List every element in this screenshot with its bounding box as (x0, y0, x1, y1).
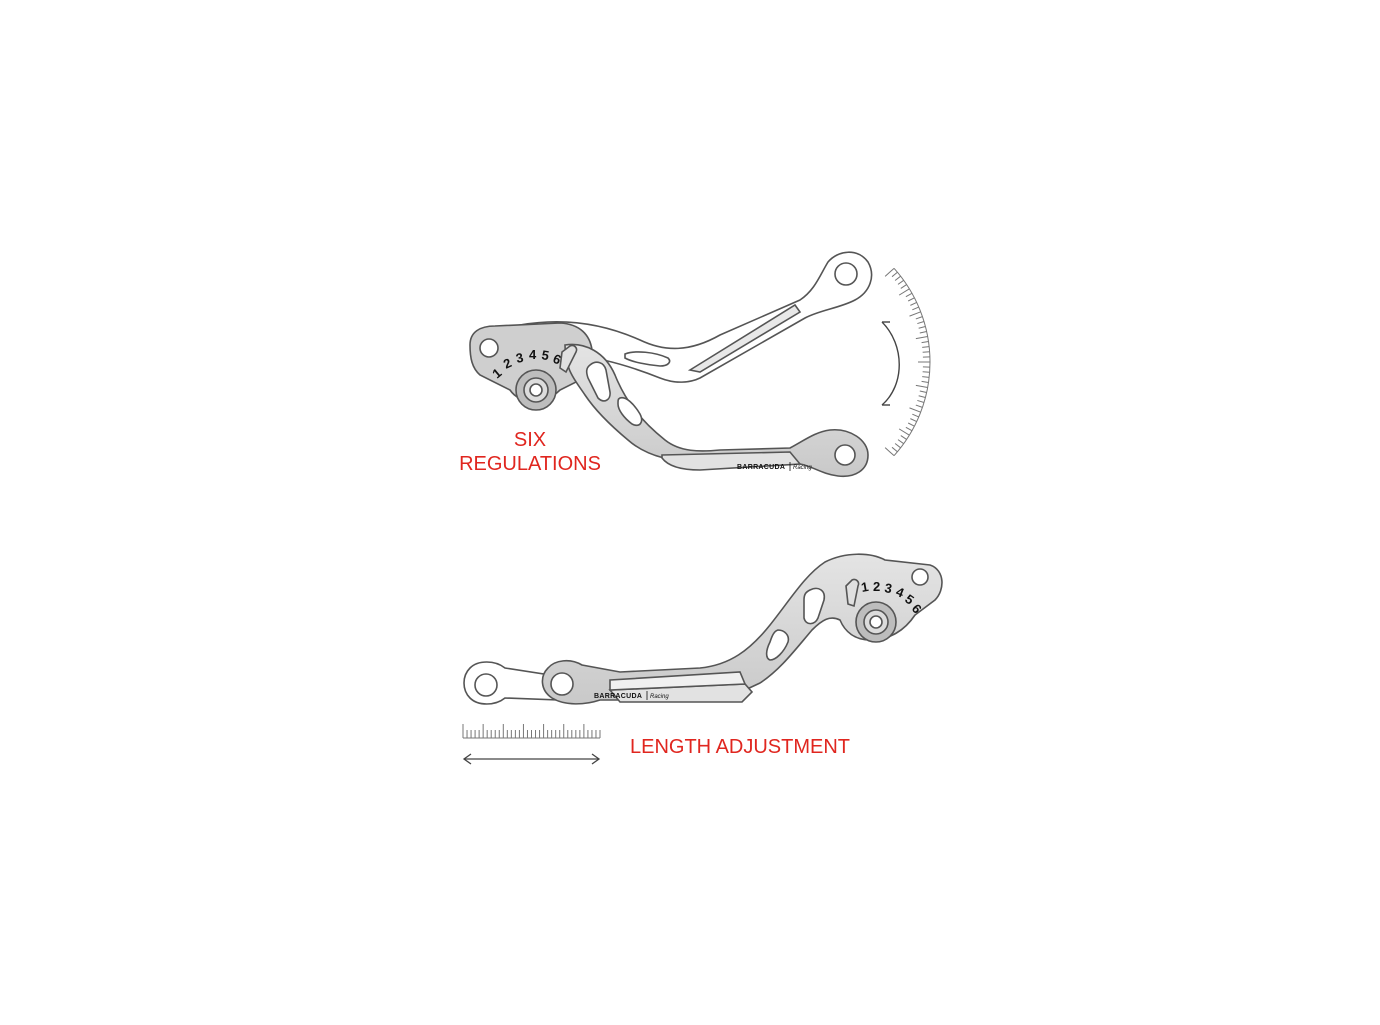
scale-tick (908, 298, 914, 301)
scale-tick (908, 423, 914, 426)
scale-tick (916, 336, 928, 338)
scale-tick (895, 276, 901, 280)
scale-tick (919, 396, 926, 398)
scale-tick (910, 302, 916, 305)
scale-tick (916, 317, 923, 319)
scale-tick (892, 272, 897, 276)
scale-tick (899, 429, 909, 435)
scale-tick (922, 377, 929, 378)
scale-tick (885, 268, 894, 276)
scale-tick (923, 352, 930, 353)
scale-tick (909, 312, 920, 316)
scale-tick (912, 414, 918, 417)
angle-scale (885, 268, 930, 455)
dial-number: 4 (529, 347, 537, 362)
scale-tick (909, 408, 920, 412)
scale-tick (885, 448, 894, 456)
scale-tick (920, 331, 927, 333)
scale-tick (917, 400, 924, 402)
scale-tick (920, 391, 927, 393)
scale-tick (910, 419, 916, 422)
scale-tick (922, 342, 929, 343)
scale-tick (895, 444, 901, 448)
six-regulations-line2: REGULATIONS (440, 452, 620, 476)
brand-name: BARRACUDA (737, 464, 785, 471)
scale-tick (916, 405, 923, 407)
scale-tick (912, 307, 918, 310)
scale-tick (898, 280, 904, 284)
scale-tick (899, 289, 909, 295)
length-ruler (463, 724, 600, 738)
scale-tick (919, 326, 926, 328)
scale-tick (916, 385, 928, 387)
scale-tick (922, 347, 929, 348)
scale-tick (901, 285, 907, 289)
double-arrow-icon (464, 754, 599, 764)
lower-lever-main (542, 554, 942, 704)
dial-number: 2 (873, 579, 880, 594)
length-adjustment-label: LENGTH ADJUSTMENT (630, 735, 880, 759)
six-regulations-label: SIX REGULATIONS (440, 428, 620, 476)
scale-tick (923, 372, 930, 373)
rotation-arrow-icon (882, 322, 899, 405)
scale-tick (898, 440, 904, 444)
brand-name: BARRACUDA (594, 693, 642, 700)
scale-tick (906, 427, 912, 430)
scale-tick (922, 381, 929, 382)
scale-tick (906, 293, 912, 296)
scale-tick (901, 436, 907, 440)
brand-sub: Racing (650, 694, 669, 700)
scale-tick (892, 447, 897, 451)
brand-sub: Racing (793, 465, 812, 471)
scale-tick (917, 322, 924, 324)
six-regulations-line1: SIX (440, 428, 620, 452)
